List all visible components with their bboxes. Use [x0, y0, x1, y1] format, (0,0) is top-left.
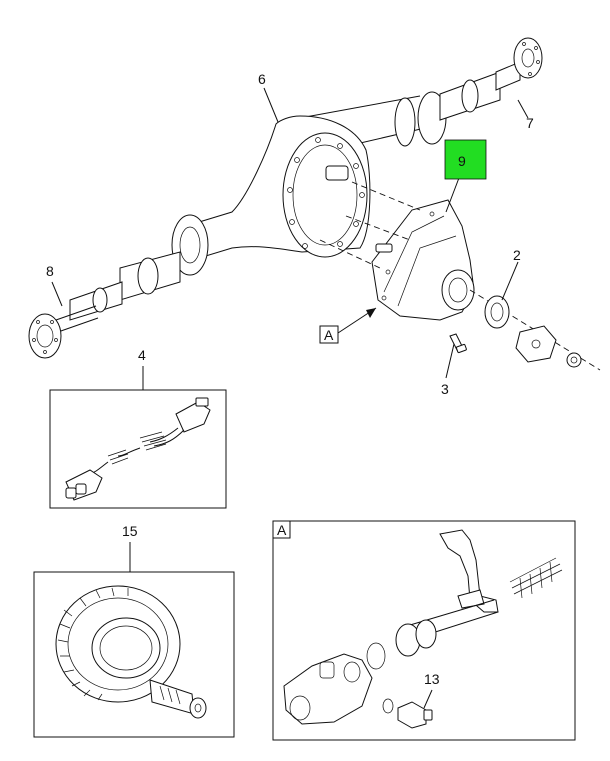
- pinion-seal[interactable]: [484, 295, 510, 329]
- carrier-bolt[interactable]: [449, 333, 467, 354]
- callout-4: 4: [138, 347, 146, 363]
- callout-9: 9: [458, 153, 466, 169]
- reference-a-label: A: [324, 327, 334, 343]
- pinion-yoke[interactable]: [515, 325, 582, 368]
- leader-13: [423, 689, 433, 709]
- gear-inset: 15: [33, 523, 235, 738]
- axle-housing[interactable]: [171, 91, 447, 276]
- leader-2: [501, 261, 519, 301]
- shift-switch-sensor[interactable]: [397, 701, 433, 729]
- alignment-line: [345, 215, 411, 241]
- callout-3: 3: [441, 381, 449, 397]
- callout-6: 6: [258, 71, 266, 87]
- arrowhead: [366, 308, 376, 318]
- detail-a-inset: A 13: [272, 520, 576, 741]
- harness-inset: 4: [49, 347, 227, 509]
- leader-6: [263, 87, 279, 123]
- callout-8: 8: [46, 263, 54, 279]
- ring-and-pinion-gear[interactable]: [55, 585, 207, 719]
- alignment-line: [351, 181, 421, 211]
- wiring-harness[interactable]: [65, 397, 211, 501]
- shift-fork-assembly[interactable]: [283, 529, 563, 725]
- detail-a-tag: [272, 520, 291, 539]
- reference-box-a: [319, 325, 339, 344]
- leader-3: [445, 343, 455, 379]
- callout-7: 7: [526, 115, 534, 131]
- right-axle-shaft[interactable]: [439, 37, 543, 121]
- callout-13: 13: [424, 671, 440, 687]
- detail-a-label: A: [277, 522, 287, 538]
- alignment-line: [319, 239, 381, 269]
- highlight-box-9[interactable]: [444, 139, 487, 180]
- left-axle-shaft[interactable]: [28, 251, 181, 359]
- callout-15: 15: [122, 523, 138, 539]
- differential-carrier[interactable]: [371, 199, 475, 321]
- leader-7: [517, 99, 529, 119]
- callout-2: 2: [513, 247, 521, 263]
- leader-8: [51, 281, 63, 307]
